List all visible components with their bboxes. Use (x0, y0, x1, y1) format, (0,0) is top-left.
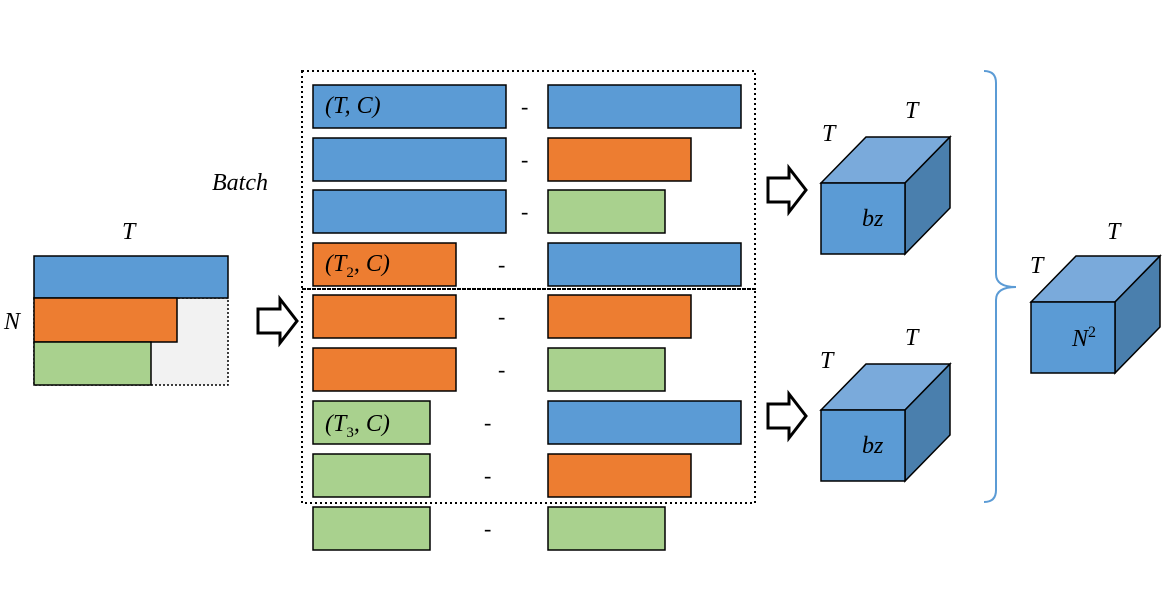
pair-left-bar (312, 242, 457, 287)
pair-rows: - - - - - - - - - (312, 84, 742, 551)
cube-1: T T bz (819, 98, 952, 256)
batch-box-1 (301, 70, 756, 290)
label-c: C (366, 411, 383, 437)
label-t: T (333, 251, 348, 277)
n-base: N (1071, 326, 1090, 352)
pair-right-bar (547, 453, 692, 498)
input-t-label: T (122, 219, 137, 245)
input-n-label: N (3, 309, 22, 335)
pair-dash: - (484, 410, 491, 435)
label-c: C (366, 251, 383, 277)
cube-t-left-label: T (820, 348, 835, 374)
pair-dash: - (521, 199, 528, 224)
pair-right-bar (547, 294, 692, 339)
pair-left-bar (312, 84, 507, 129)
pair-right-bar (547, 84, 742, 129)
pair-right-bar (547, 242, 742, 287)
arrow-icon (256, 294, 299, 348)
pair-dash: - (521, 94, 528, 119)
cube-front-label: bz (862, 433, 884, 459)
seq-blue-bar (33, 255, 229, 299)
pair-dash: - (484, 516, 491, 541)
cube-t-left-label: T (822, 121, 837, 147)
arrow-icon (766, 389, 808, 443)
pair-left-bar (312, 189, 507, 234)
pair-label-2: (T2, C) (325, 251, 390, 281)
cube-front-label: bz (862, 206, 884, 232)
input-matrix: T N (3, 219, 229, 386)
cube-2: T T bz (819, 325, 952, 483)
pair-left-bar (312, 506, 431, 551)
label-t: T (333, 411, 348, 437)
pair-dash: - (498, 304, 505, 329)
pair-right-bar (547, 347, 666, 392)
pair-right-bar (547, 137, 692, 182)
label-t: T (333, 93, 348, 119)
brace-icon (983, 70, 1017, 503)
pair-dash: - (521, 147, 528, 172)
cube-t-top-label: T (905, 325, 920, 351)
pair-left-bar (312, 294, 457, 339)
label-sub: 3 (346, 425, 354, 441)
cube-front-face (820, 182, 906, 255)
pair-left-bar (312, 453, 431, 498)
pair-dash: - (484, 463, 491, 488)
seq-green-bar (33, 341, 152, 386)
label-sub: 2 (346, 265, 354, 281)
batch-label: Batch (212, 170, 268, 196)
cube-t-top-label: T (905, 98, 920, 124)
pair-dash: - (498, 357, 505, 382)
pair-left-bar (312, 137, 507, 182)
n-sup: 2 (1088, 324, 1096, 341)
pair-left-bar (312, 400, 431, 445)
pair-right-bar (547, 506, 666, 551)
arrow-icon (766, 163, 808, 217)
pair-label-1: (T, C) (325, 93, 381, 119)
batch-box-2 (301, 288, 756, 504)
cube-front-face (820, 409, 906, 482)
label-c: C (357, 93, 374, 119)
cube-t-top-label: T (1107, 219, 1122, 245)
seq-orange-bar (33, 297, 178, 343)
pair-dash: - (498, 252, 505, 277)
final-cube: T T N2 (1029, 219, 1162, 375)
cube-front-label: N2 (1071, 324, 1096, 352)
pair-left-bar (312, 347, 457, 392)
cube-t-left-label: T (1030, 253, 1045, 279)
pair-right-bar (547, 400, 742, 445)
pair-right-bar (547, 189, 666, 234)
cube-front-face (1030, 301, 1116, 374)
pair-label-3: (T3, C) (325, 411, 390, 441)
